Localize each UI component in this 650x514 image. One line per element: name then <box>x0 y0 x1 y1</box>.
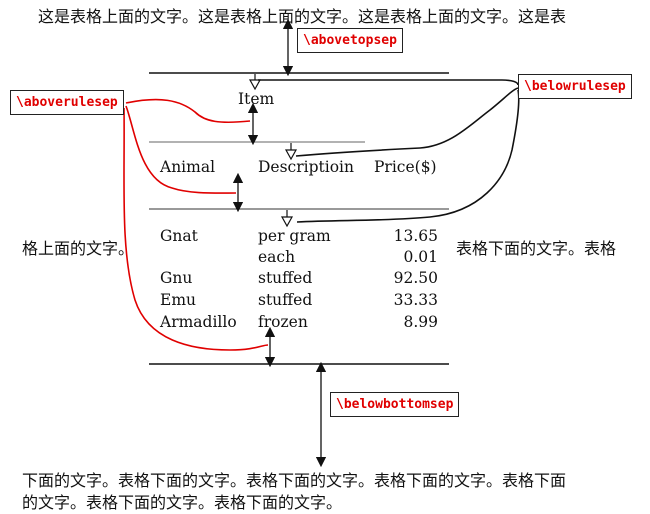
cell-description: each <box>258 248 296 266</box>
cell-price: 13.65 <box>393 227 438 245</box>
cell-price: 0.01 <box>403 248 438 266</box>
cell-animal: Gnu <box>160 269 193 287</box>
belowrulesep-curve-2 <box>295 87 519 157</box>
header-item: Item <box>238 90 275 108</box>
cell-price: 92.50 <box>393 269 438 287</box>
cell-price: 33.33 <box>393 291 438 309</box>
cell-animal: Gnat <box>160 227 198 245</box>
column-header-description: Descriptioin <box>258 158 354 176</box>
aboverulesep-curve-2 <box>125 105 237 194</box>
aboverulesep-curve-1 <box>125 98 251 124</box>
paragraph-left-fragment: 格上面的文字。 <box>22 239 135 258</box>
belowrulesep-marker-1 <box>248 74 262 91</box>
column-header-animal: Animal <box>160 158 216 176</box>
aboverulesep-curve-3 <box>123 107 269 351</box>
cell-description: frozen <box>258 313 308 331</box>
paragraph-line-top: 这是表格上面的文字。这是表格上面的文字。这是表格上面的文字。这是表 <box>38 7 567 26</box>
belowrulesep-marker-3 <box>280 210 294 228</box>
belowrulesep-marker-2 <box>284 143 298 161</box>
belowrulesep-label: \belowrulesep <box>518 74 632 99</box>
belowrulesep-curve-3 <box>296 89 520 223</box>
cell-animal: Armadillo <box>160 313 237 331</box>
cell-price: 8.99 <box>403 313 438 331</box>
paragraph-line-bottom-1: 下面的文字。表格下面的文字。表格下面的文字。表格下面的文字。表格下面 <box>22 471 567 490</box>
cell-description: per gram <box>258 227 331 245</box>
cell-description: stuffed <box>258 291 313 309</box>
abovetopsep-label: \abovetopsep <box>297 28 403 53</box>
belowbottomsep-label: \belowbottomsep <box>330 392 460 417</box>
cell-animal: Emu <box>160 291 196 309</box>
belowrulesep-curve-1 <box>258 79 519 86</box>
aboverulesep-label: \aboverulesep <box>10 90 124 115</box>
cell-description: stuffed <box>258 269 313 287</box>
paragraph-line-bottom-2: 的文字。表格下面的文字。表格下面的文字。 <box>22 493 343 512</box>
paragraph-right-fragment: 表格下面的文字。表格 <box>456 239 617 258</box>
column-header-price: Price($) <box>374 158 437 176</box>
